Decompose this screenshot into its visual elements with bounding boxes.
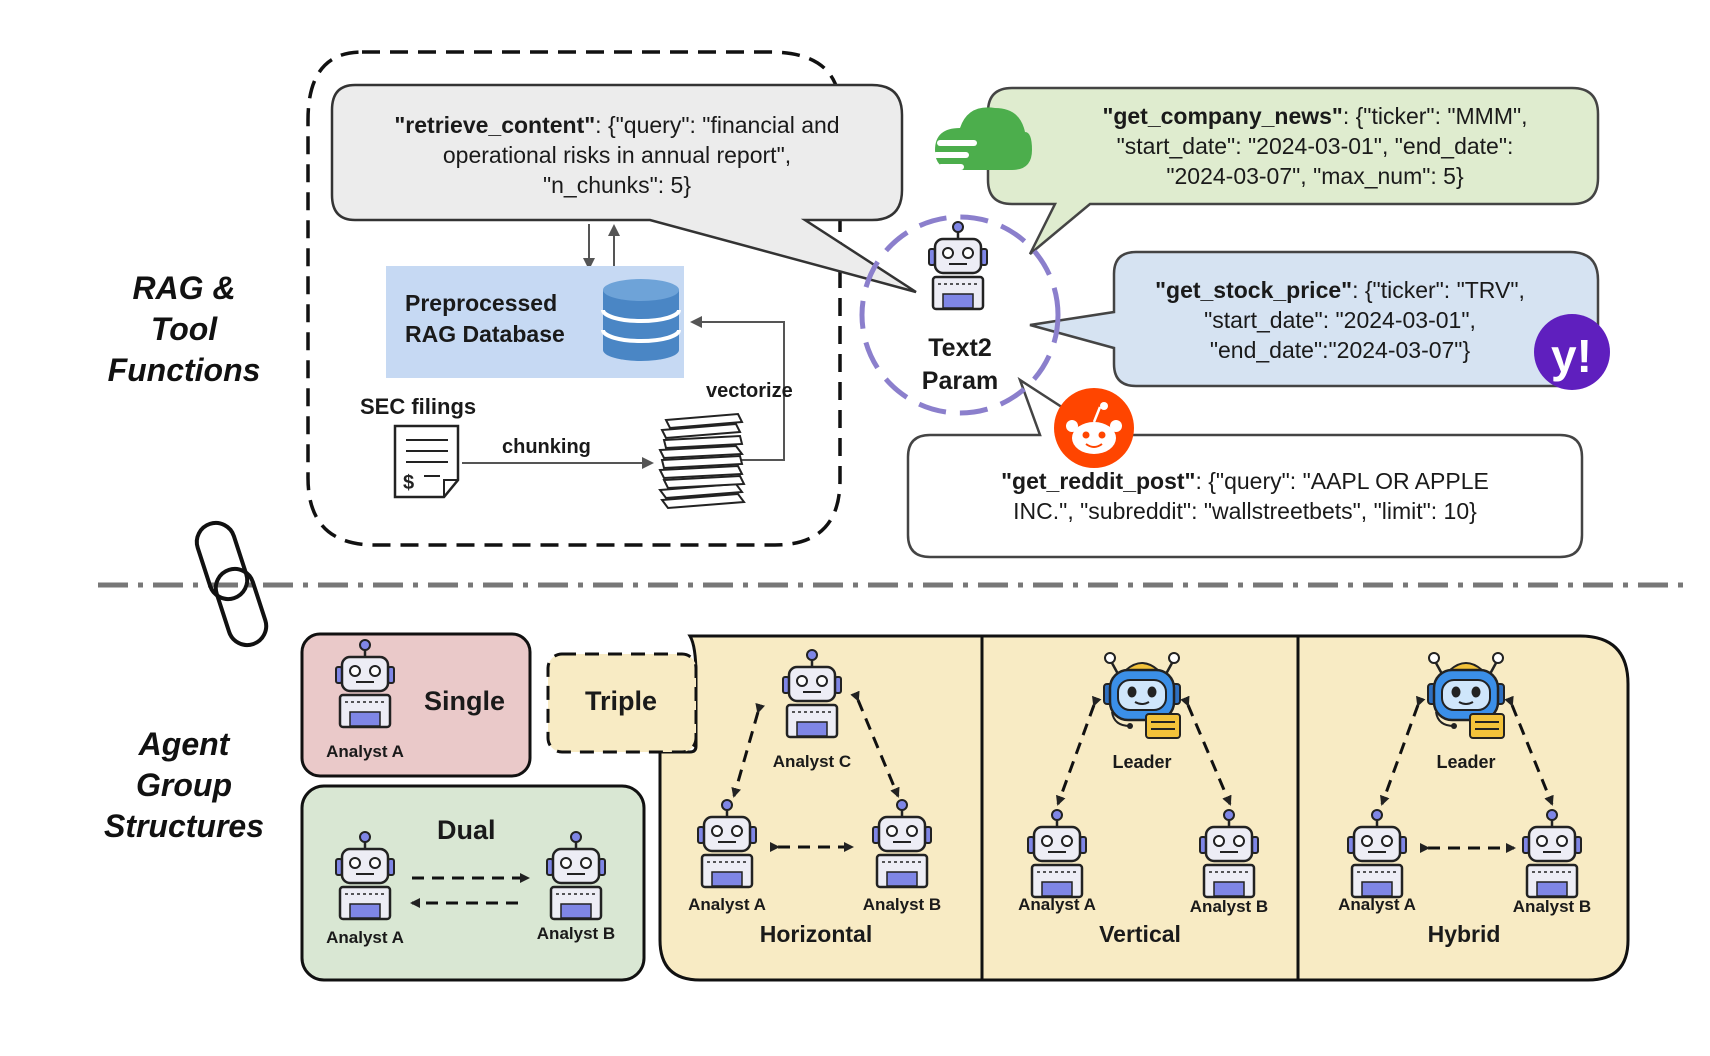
vertical-arrows bbox=[1056, 695, 1232, 806]
hybrid-arrows bbox=[1380, 695, 1554, 853]
svg-text:$: $ bbox=[403, 472, 414, 494]
triple-title: Triple bbox=[585, 686, 658, 716]
section-label-line: RAG & bbox=[132, 270, 236, 306]
call-args: : {"query": "AAPL OR APPLE bbox=[1195, 468, 1489, 494]
hybrid-title: Hybrid bbox=[1427, 921, 1501, 947]
database-icon bbox=[601, 279, 681, 361]
cloud-news-icon bbox=[933, 107, 1032, 170]
call-args: "2024-03-07", "max_num": 5} bbox=[1166, 163, 1464, 189]
call-args: operational risks in annual report", bbox=[442, 142, 792, 168]
agent-label: Analyst A bbox=[326, 928, 404, 947]
call-args: "n_chunks": 5} bbox=[542, 172, 692, 198]
agent-label: Analyst A bbox=[1018, 895, 1096, 914]
function-name: "retrieve_content" bbox=[394, 112, 596, 138]
agent-label: Analyst B bbox=[1189, 897, 1269, 916]
dual-title: Dual bbox=[437, 815, 496, 845]
rag-container bbox=[306, 50, 842, 547]
reddit-post-text: "get_reddit_post": {"query": "AAPL OR AP… bbox=[912, 466, 1578, 526]
section-label-agent-groups: Agent Group Structures bbox=[84, 724, 284, 847]
section-label-line: Group bbox=[136, 767, 232, 803]
function-name: "get_stock_price" bbox=[1155, 277, 1353, 303]
text2param-label: Text2 Param bbox=[910, 332, 1010, 398]
call-args: : {"query": "financial and bbox=[595, 112, 840, 138]
paper-stack-icon bbox=[658, 412, 746, 510]
agent-label: Analyst B bbox=[862, 895, 942, 914]
section-label-line: Tool bbox=[150, 311, 218, 347]
call-args: "start_date": "2024-03-01", bbox=[1204, 307, 1476, 333]
call-args: : {"ticker": "MMM", bbox=[1342, 103, 1528, 129]
function-name: "get_reddit_post" bbox=[1001, 468, 1196, 494]
agent-label: Analyst C bbox=[772, 752, 852, 771]
section-label-line: Agent bbox=[138, 726, 230, 762]
vectorize-arrow bbox=[690, 316, 785, 461]
agent-label: Analyst B bbox=[1512, 897, 1592, 916]
call-args: "start_date": "2024-03-01", "end_date": bbox=[1116, 133, 1514, 159]
retrieve-content-bubble bbox=[330, 83, 917, 294]
vertical-title: Vertical bbox=[1099, 921, 1181, 947]
db-label-line: Preprocessed bbox=[405, 290, 558, 316]
function-name: "get_company_news" bbox=[1102, 103, 1343, 129]
section-label-line: Functions bbox=[107, 352, 261, 388]
dual-box bbox=[300, 784, 646, 982]
agent-label: Analyst B bbox=[536, 924, 616, 943]
document-dollar-icon: $ bbox=[393, 424, 460, 499]
vectorize-label: vectorize bbox=[706, 380, 793, 402]
call-args: "end_date":"2024-03-07"} bbox=[1209, 337, 1471, 363]
chain-link-icon bbox=[194, 520, 269, 648]
svg-text:y!: y! bbox=[1551, 330, 1592, 382]
db-label-line: RAG Database bbox=[405, 321, 565, 347]
agent-label: Analyst A bbox=[1338, 895, 1416, 914]
call-args: INC.", "subreddit": "wallstreetbets", "l… bbox=[1013, 498, 1477, 524]
text2param-line: Param bbox=[921, 367, 999, 395]
reddit-icon bbox=[1054, 388, 1134, 468]
agent-label: Analyst A bbox=[688, 895, 766, 914]
yahoo-icon: y! bbox=[1534, 314, 1610, 390]
company-news-text: "get_company_news": {"ticker": "MMM", "s… bbox=[1040, 101, 1590, 191]
text2param-ring bbox=[859, 214, 1061, 416]
agent-label: Leader bbox=[1436, 752, 1496, 772]
retrieve-content-text: "retrieve_content": {"query": "financial… bbox=[336, 110, 898, 200]
horizontal-title: Horizontal bbox=[759, 921, 873, 947]
single-title: Single bbox=[424, 686, 506, 716]
agent-label: Analyst A bbox=[326, 742, 404, 761]
stock-price-bubble bbox=[1029, 250, 1600, 388]
company-news-bubble bbox=[986, 86, 1600, 255]
triple-label-box bbox=[546, 652, 698, 754]
agent-label: Leader bbox=[1112, 752, 1172, 772]
call-args: : {"ticker": "TRV", bbox=[1352, 277, 1525, 303]
section-label-rag-tools: RAG & Tool Functions bbox=[84, 268, 284, 391]
chunking-label: chunking bbox=[502, 436, 591, 458]
rag-database-label: Preprocessed RAG Database bbox=[405, 288, 565, 350]
text2param-line: Text2 bbox=[928, 334, 992, 362]
stock-price-text: "get_stock_price": {"ticker": "TRV", "st… bbox=[1130, 275, 1550, 365]
sec-filings-label: SEC filings bbox=[360, 394, 477, 419]
section-label-line: Structures bbox=[103, 808, 265, 844]
text2param-robot-icon bbox=[927, 220, 989, 311]
horizontal-arrows bbox=[731, 690, 900, 852]
